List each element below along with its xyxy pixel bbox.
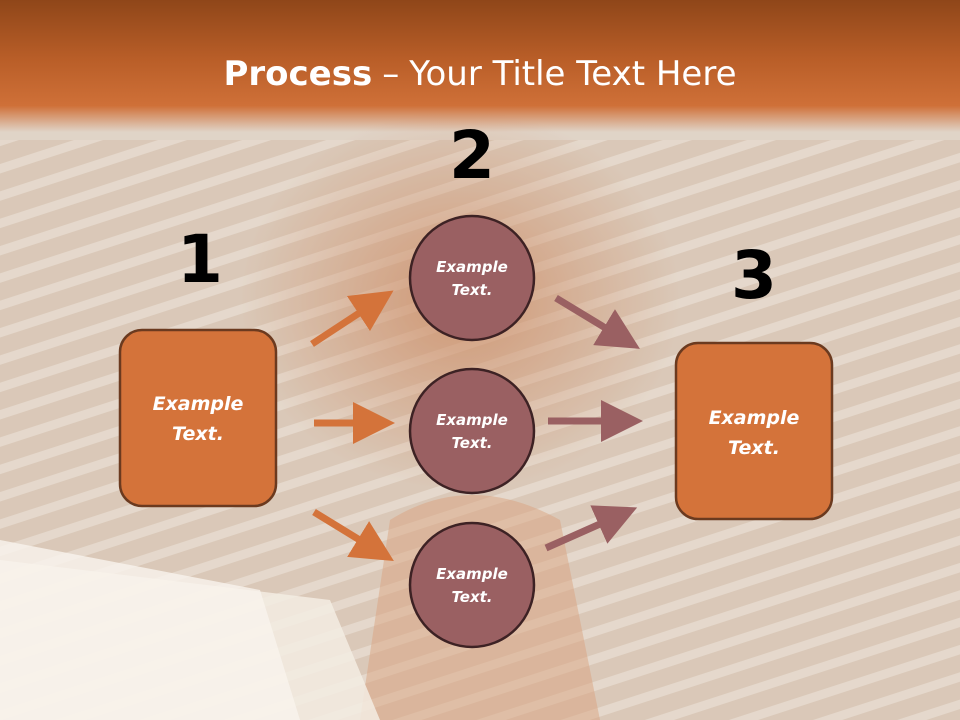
step-number-3: 3 [731,237,777,314]
slide-title: Process–Your Title Text Here [0,52,960,96]
circle-top-label-line1: Example [436,258,508,276]
step-1-box[interactable] [118,328,278,508]
step-number-1: 1 [177,221,223,298]
title-rest: Your Title Text Here [409,54,737,94]
title-separator: – [382,54,400,94]
circle-bottom[interactable] [408,521,536,649]
circle-middle[interactable] [408,367,536,495]
title-bold: Process [223,54,373,94]
step-3-label-line1: Example [709,407,800,429]
circle-bottom-label-line2: Text. [451,588,492,606]
arrow-1-to-bottom [312,509,394,561]
step-1-label-line2: Text. [172,423,224,445]
arrow-1-to-top [310,290,394,347]
arrow-top-to-3 [554,295,640,349]
title-bar [0,0,960,132]
arrow-bottom-to-3 [544,505,638,552]
step-3-box[interactable] [674,341,834,521]
step-1-label-line1: Example [153,393,244,415]
circle-top[interactable] [408,214,536,342]
circle-bottom-label-line1: Example [436,565,508,583]
step-number-2: 2 [449,117,495,194]
step-3-label-line2: Text. [728,437,780,459]
circle-middle-label-line2: Text. [451,434,492,452]
circle-middle-label-line1: Example [436,411,508,429]
circle-top-label-line2: Text. [451,281,492,299]
